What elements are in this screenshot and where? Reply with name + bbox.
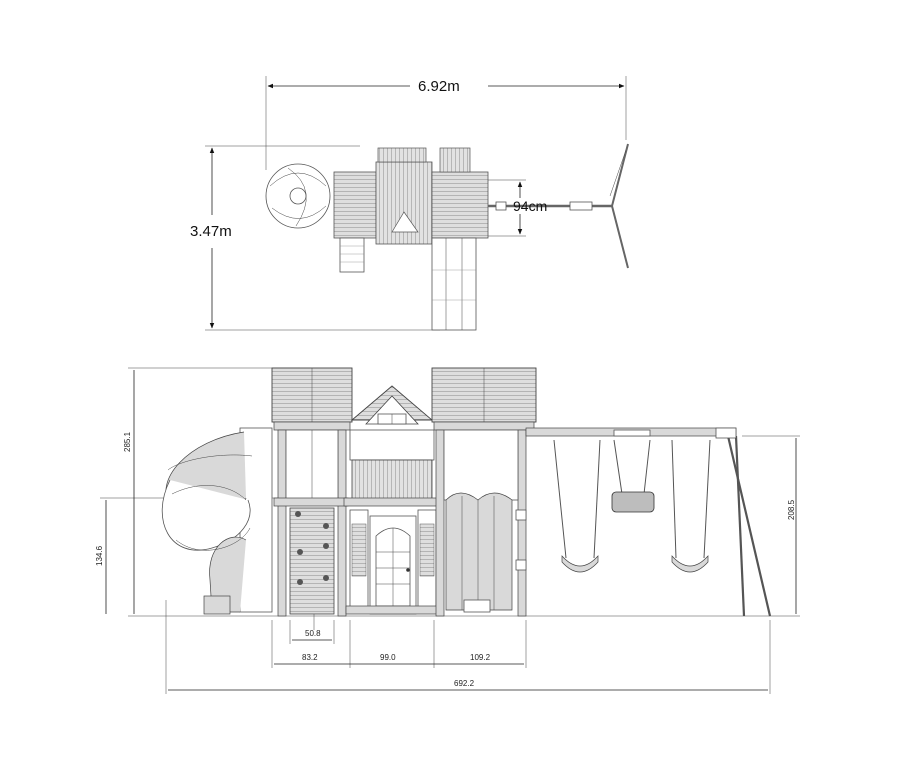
- front-overall-dimension: 692.2: [165, 600, 771, 694]
- step-width-label: 50.8: [305, 629, 321, 638]
- top-wave-slide: [431, 237, 477, 331]
- top-swing-gap-dimension: 94cm: [488, 179, 547, 237]
- section-label-center: 99.0: [380, 653, 396, 662]
- top-swing-gap-label: 94cm: [513, 198, 547, 214]
- overall-width-label: 692.2: [454, 679, 475, 688]
- swing-height-label: 208.5: [787, 499, 796, 520]
- top-view: 6.92m 3.47m: [190, 76, 629, 331]
- section-label-left: 83.2: [302, 653, 318, 662]
- front-swing-set: [525, 427, 772, 617]
- deck-height-label: 134.6: [95, 545, 104, 566]
- front-view: 285.1 134.6 208.5: [95, 367, 800, 694]
- top-depth-dimension: 3.47m: [190, 145, 440, 331]
- top-width-label: 6.92m: [418, 78, 460, 95]
- top-roof-left: [333, 171, 377, 239]
- top-rock-wall: [339, 237, 365, 273]
- front-step-dimension: 50.8: [289, 620, 335, 644]
- front-left-tower: [271, 367, 353, 630]
- height-total-label: 285.1: [123, 431, 132, 452]
- front-spiral-slide: [161, 427, 273, 615]
- front-clubhouse: [343, 385, 439, 615]
- top-width-dimension: 6.92m: [265, 76, 627, 170]
- top-roof-right: [431, 147, 489, 239]
- top-swing-beam: [488, 143, 629, 269]
- top-roof-center: [375, 147, 433, 245]
- top-depth-label: 3.47m: [190, 223, 232, 240]
- top-spiral-slide: [265, 163, 331, 229]
- front-section-dimensions: 83.2 99.0 109.2: [271, 620, 527, 668]
- front-right-tower: [431, 367, 537, 617]
- section-label-right: 109.2: [470, 653, 491, 662]
